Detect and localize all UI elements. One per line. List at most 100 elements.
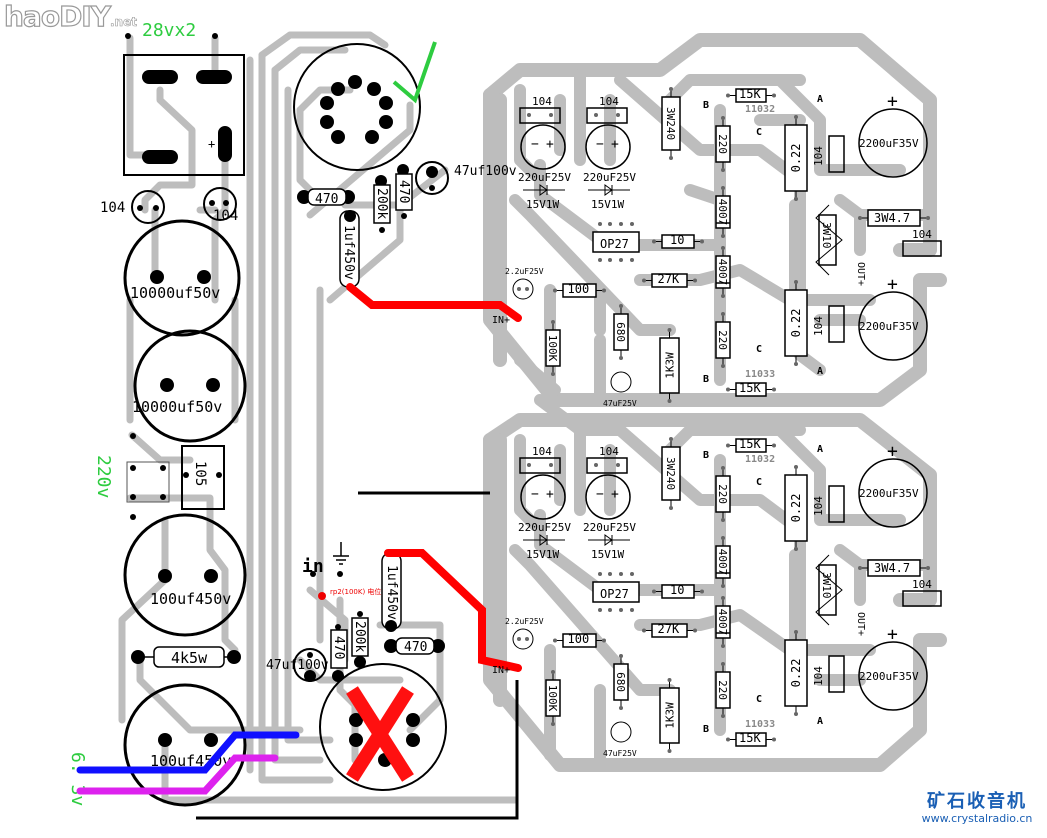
resistor-100k-body (545, 679, 561, 717)
pin-b-label: B (703, 374, 709, 385)
pad (726, 387, 730, 392)
resistor-27k-body (651, 623, 688, 638)
resistor-0-22-body (784, 474, 808, 542)
input-plus-label: IN+ (492, 665, 510, 676)
pad (517, 287, 521, 291)
footer-brand: 矿石收音机 www.crystalradio.cn (912, 792, 1042, 826)
pad (652, 589, 656, 594)
supply-cap-body (520, 474, 566, 520)
resistor-3w10-label: 3W10 (820, 572, 833, 599)
pad (551, 722, 555, 726)
svg-text:200k: 200k (352, 621, 367, 652)
resistor-3w240-body (661, 96, 681, 151)
mains-cap-105: 105 (181, 445, 225, 510)
pad (667, 399, 672, 403)
diode-4007-body (715, 255, 731, 289)
bottom-cap-bypass: 47uf100v (266, 648, 329, 682)
pad (794, 465, 798, 469)
transistor-label: 11032 (745, 104, 775, 115)
pad (602, 288, 606, 293)
pad (667, 749, 672, 753)
pad (630, 608, 634, 612)
pad (721, 584, 725, 588)
resistor-100-label: 100 (568, 282, 590, 296)
pad (608, 608, 612, 612)
hv-cap-1: 100uf450v (123, 513, 247, 637)
pin-a-label: A (817, 444, 823, 455)
supply-cap-label: 220uF25V (518, 171, 571, 184)
pad (525, 637, 529, 641)
svg-text:470: 470 (404, 640, 427, 655)
resistor-100k-label: 100K (546, 685, 559, 712)
pad (594, 463, 598, 467)
pad (551, 670, 555, 674)
pin-c-label: C (756, 694, 762, 705)
zener-label: 15V1W (526, 198, 559, 211)
pad (598, 222, 602, 226)
pad (619, 572, 623, 576)
resistor-0-22-label: 0.22 (789, 658, 803, 687)
pad (794, 280, 798, 284)
pad (721, 246, 725, 250)
pad (619, 706, 623, 710)
pad (551, 320, 555, 324)
resistor-0-22-label: 0.22 (789, 143, 803, 172)
resistor-15k-body (735, 382, 767, 397)
pad (926, 566, 930, 570)
resistor-15k-label: 15K (739, 437, 761, 451)
mains-label: 220v (93, 455, 114, 498)
output-label: OUT+ (855, 612, 866, 636)
pad (630, 222, 634, 226)
svg-text:470: 470 (396, 180, 411, 203)
cap-104-label: 104 (812, 496, 825, 516)
resistor-1k3w-label: 1K3W (663, 702, 676, 729)
resistor-0-22-label: 0.22 (789, 308, 803, 337)
resistor-220-label: 220 (716, 484, 729, 504)
pad (794, 712, 798, 716)
pad (669, 437, 673, 441)
cap-104-label: 104 (812, 146, 825, 166)
pad (721, 294, 725, 298)
pad (721, 116, 725, 120)
bottom-r-anode: 470 (384, 637, 445, 655)
cap-104-label: 104 (912, 228, 932, 241)
pad (693, 628, 697, 633)
pad (652, 239, 656, 244)
resistor-220-label: 220 (716, 330, 729, 350)
signal-wire-bottom (384, 549, 522, 672)
pad (669, 506, 673, 510)
resistor-100k-body (545, 329, 561, 367)
transformer-label: 28vx2 (142, 20, 196, 41)
big-cap-label: 2200uF35V (859, 670, 919, 683)
pad (772, 93, 776, 98)
resistor-0-22-label: 0.22 (789, 493, 803, 522)
pin-c-label: C (756, 127, 762, 138)
svg-text:4k5w: 4k5w (171, 649, 208, 667)
pad (619, 222, 623, 226)
input-cap-label: 2.2uF25V (505, 267, 544, 276)
resistor-220-body (715, 475, 731, 513)
pad (619, 258, 623, 262)
output-label: OUT+ (855, 262, 866, 286)
cap-104-left: 104 (100, 190, 165, 224)
zener-diode-icon (539, 184, 548, 196)
pad (772, 443, 776, 448)
pin-b-label: B (703, 450, 709, 461)
pad (721, 714, 725, 718)
supply-cap-body (585, 124, 631, 170)
cap-104-body (902, 590, 942, 607)
pad (667, 678, 672, 682)
pad (721, 644, 725, 648)
footer-brand-name: 矿石收音机 (927, 791, 1027, 812)
supply-cap-body (585, 474, 631, 520)
cap-104-body (519, 107, 561, 124)
cap-104-body (828, 305, 845, 343)
plus-icon: + (546, 137, 554, 152)
top-cap-bypass: 47uf100v (415, 161, 517, 195)
feedback-cap-body (610, 721, 632, 743)
zener-diode-icon (604, 534, 613, 546)
pad (598, 258, 602, 262)
resistor-3w4-7-body (867, 559, 921, 577)
hv-resistor-4k5w: 4k5w (131, 646, 241, 668)
pad (721, 234, 725, 238)
